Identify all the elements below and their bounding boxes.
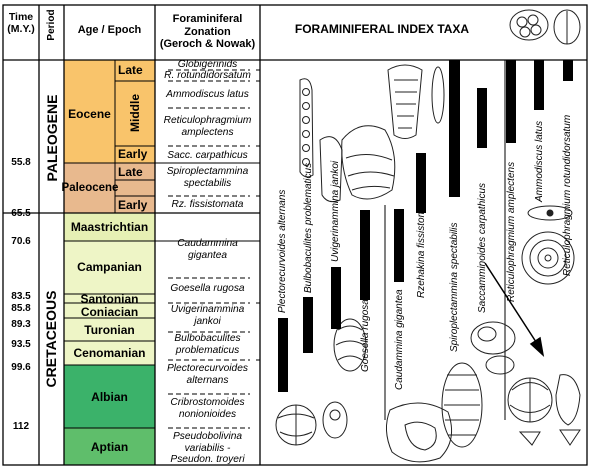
zone-label: Globigerinids (177, 59, 238, 70)
time-tick: 55.8 (11, 157, 31, 168)
range-bar-spiroplectammina (449, 60, 460, 197)
zone-label: Ammodiscus latus (166, 89, 249, 100)
reticulophragmium-icon (521, 205, 575, 285)
taxon-label: Rzehakina fissistomata (416, 195, 427, 298)
zone-label: Sacc. carpathicus (167, 150, 248, 161)
period-paleogene: PALEOGENE (44, 94, 60, 182)
zone-label: Rz. fissistomata (171, 199, 244, 210)
taxon-label: Spiroplectammina spectabilis (449, 222, 460, 352)
taxon-label: Goesella rugosa (360, 299, 371, 372)
epoch-eocene: Eocene (68, 107, 111, 121)
range-bar-rzehakina (416, 153, 426, 213)
taxon-label: Uvigerinammina jankoi (330, 160, 341, 262)
goesella-icon (333, 318, 367, 372)
time-tick: 89.3 (11, 319, 31, 330)
age-turonian: Turonian (84, 323, 135, 337)
saccamminoides-icon (470, 321, 516, 375)
caudammina-icon (386, 402, 453, 463)
range-bar-goesella (360, 210, 370, 300)
zone-label: Reticulophragmium amplectens (163, 115, 252, 138)
taxon-label: Reticulophragmium rotundidorsatum (562, 114, 573, 276)
eocene-middle: Middle (128, 94, 142, 132)
time-tick: 83.5 (11, 291, 31, 302)
paleocene-late: Late (118, 165, 143, 179)
time-tick: 112 (12, 421, 30, 432)
zone-label: Bulbobaculites problematicus (174, 333, 241, 356)
eocene-late: Late (118, 63, 143, 77)
plectorecurvoides-icon (275, 401, 348, 446)
range-bar-bulbobaculites (303, 297, 313, 353)
period-cretaceous: CRETACEOUS (43, 290, 59, 388)
aptian-fill (64, 428, 155, 465)
age-coniacian: Coniacian (80, 305, 139, 319)
taxon-label: Ammodiscus latus (534, 120, 545, 202)
globigerinid-icon (509, 9, 581, 45)
time-header: Time (M.Y.) (7, 10, 35, 35)
taxon-label: Reticulophragmium amplectens (506, 161, 517, 302)
zone-label: Pseudobolivina variabilis - Pseudon. tro… (170, 431, 245, 465)
range-bar-plectorecurvoides (278, 318, 288, 392)
range-bar-caudammina (394, 209, 404, 282)
time-tick: 85.8 (11, 303, 31, 314)
eocene-early: Early (118, 147, 148, 161)
bulbobaculites-icon (299, 78, 314, 178)
age-maastrichtian: Maastrichtian (70, 220, 149, 234)
age-santonian: Santonian (80, 292, 139, 306)
time-tick: 93.5 (11, 339, 31, 350)
zone-label: Cribrostomoides nonionioides (170, 397, 245, 420)
zonation-header: Foraminiferal Zonation (Geroch & Nowak) (159, 13, 256, 51)
range-bar-saccamminoides (477, 88, 487, 148)
time-tick: 65.5 (11, 208, 31, 219)
zone-label: Goesella rugosa (170, 283, 245, 294)
age-aptian: Aptian (90, 440, 129, 454)
albian-fill (64, 365, 155, 428)
age-albian: Albian (91, 390, 128, 404)
cribrostomoides-icon (507, 374, 581, 446)
zone-label: Plectorecurvoides alternans (167, 363, 248, 386)
zone-label: Spiroplectammina spectabilis (166, 166, 249, 189)
taxon-label: Saccamminoides carpathicus (477, 182, 488, 313)
taxon-label: Plectorecurvoides alternans (277, 189, 288, 313)
age-campanian: Campanian (77, 260, 142, 274)
age-cenomanian: Cenomanian (73, 346, 146, 360)
rzehakina-icon (441, 362, 483, 448)
zone-label: R. rotundidorsatum (164, 70, 251, 81)
taxa-header: FORAMINIFERAL INDEX TAXA (294, 22, 470, 37)
paleocene-early: Early (118, 198, 148, 212)
spiroplectammina-icon (387, 64, 445, 139)
range-bar-ammodiscus (534, 60, 544, 110)
maastrichtian-fill (64, 213, 155, 241)
paleocene-fill (64, 163, 155, 213)
age-header: Age / Epoch (77, 23, 142, 36)
uvigerinammina-icon (319, 125, 396, 203)
taxon-label: Bulbobaculites problematicus (303, 162, 314, 293)
range-bar-reticulophragmium-amplectens (506, 60, 516, 143)
time-tick: 99.6 (11, 362, 31, 373)
range-bar-uvigerinammina (331, 267, 341, 329)
zone-label: Uvigerinammina jankoi (170, 304, 245, 327)
taxon-label: Caudammina gigantea (394, 289, 405, 390)
zone-label: Caudammina gigantea (177, 238, 238, 261)
period-header: Period (46, 9, 58, 41)
epoch-paleocene: Paleocene (61, 182, 119, 194)
time-tick: 70.6 (11, 236, 31, 247)
range-bar-reticulophragmium-rotundidorsatum (563, 60, 573, 81)
